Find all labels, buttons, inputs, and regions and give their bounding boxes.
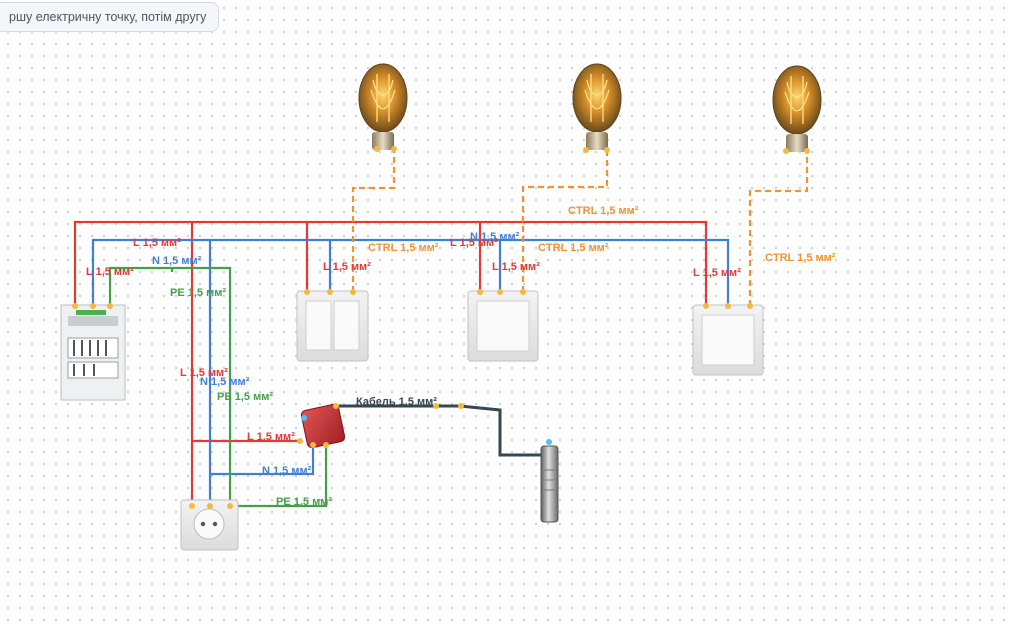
wire-ctrl-3[interactable] <box>748 151 809 306</box>
bulb-1-base <box>372 132 394 150</box>
bulb-1-node[interactable] <box>391 146 397 152</box>
hint-text: ршу електричну точку, потім другу <box>9 10 207 24</box>
switch-1-node-l[interactable] <box>304 289 310 295</box>
wire-neutral-main[interactable] <box>91 238 730 506</box>
wire-pump-cable[interactable] <box>336 404 548 457</box>
label-l-sw1[interactable]: L 1,5 мм² <box>323 261 371 273</box>
switch-1-node-ctrl[interactable] <box>350 289 356 295</box>
socket-node-n[interactable] <box>207 503 213 509</box>
label-l-sw3[interactable]: L 1,5 мм² <box>693 267 741 279</box>
panel-breakers <box>73 340 107 376</box>
switch-3-node-n[interactable] <box>725 303 731 309</box>
switch-2-node-n[interactable] <box>497 289 503 295</box>
bulb-3-node-2[interactable] <box>783 148 789 154</box>
bulb-2[interactable] <box>572 63 622 153</box>
bulb-2-node[interactable] <box>604 147 610 153</box>
panel-node-l[interactable] <box>72 303 78 309</box>
socket-face <box>193 508 225 540</box>
switch-1-node-n[interactable] <box>327 289 333 295</box>
bulb-2-base <box>586 132 608 150</box>
label-pe-vert[interactable]: PE 1,5 мм² <box>217 391 273 403</box>
junction-box-node-l[interactable] <box>297 438 303 444</box>
label-n-mid[interactable]: N 1,5 мм² <box>470 231 520 243</box>
label-pe-panel[interactable]: PE 1,5 мм² <box>170 287 226 299</box>
panel-rail-2 <box>67 337 119 359</box>
pump-stripes <box>544 469 555 491</box>
bulb-1-glass <box>358 63 408 133</box>
socket-node-pe[interactable] <box>227 503 233 509</box>
panel-rail-1 <box>68 316 118 326</box>
switch-3-node-ctrl[interactable] <box>747 303 753 309</box>
socket-node-l[interactable] <box>189 503 195 509</box>
cable-node-left[interactable] <box>433 403 439 409</box>
junction-box[interactable] <box>297 403 346 449</box>
label-l-mid[interactable]: L 1,5 мм² <box>450 237 498 249</box>
label-l-box[interactable]: L 1,5 мм² <box>247 431 295 443</box>
wire-earth-main[interactable] <box>108 266 328 508</box>
wire-phase-main[interactable] <box>73 220 708 506</box>
pump-body <box>540 445 559 523</box>
switch-single-2[interactable] <box>467 289 539 362</box>
submersible-pump[interactable] <box>433 403 559 523</box>
wire-layer[interactable] <box>73 149 809 508</box>
switch-2-key[interactable] <box>476 300 530 352</box>
distribution-panel[interactable] <box>60 303 126 401</box>
label-ctrl-sw1[interactable]: CTRL 1,5 мм² <box>368 242 439 254</box>
bulb-3[interactable] <box>772 65 822 154</box>
switch-3-node-l[interactable] <box>703 303 709 309</box>
junction-box-node-pe[interactable] <box>323 442 329 448</box>
bulb-1-filament <box>370 74 396 122</box>
bulb-2-filament <box>584 74 610 122</box>
hint-bubble: ршу електричну точку, потім другу <box>0 2 220 32</box>
junction-box-body <box>300 403 346 449</box>
bulb-3-filament <box>784 76 810 124</box>
label-n-box[interactable]: N 1,5 мм² <box>262 465 312 477</box>
label-l-sw2[interactable]: L 1,5 мм² <box>492 261 540 273</box>
wire-ctrl-1[interactable] <box>351 149 396 292</box>
power-socket[interactable] <box>180 499 239 551</box>
switch-double-1[interactable] <box>296 289 369 362</box>
panel-node-pe[interactable] <box>107 303 113 309</box>
switch-single-3[interactable] <box>692 303 764 376</box>
panel-green-terminal <box>76 310 106 315</box>
bulb-1[interactable] <box>358 63 408 152</box>
bulb-3-glass <box>772 65 822 135</box>
bulb-2-glass <box>572 63 622 133</box>
label-l-panel[interactable]: L 1,5 мм² <box>86 266 134 278</box>
label-layer: L 1,5 мм² N 1,5 мм² L 1,5 мм² PE 1,5 мм²… <box>86 205 836 508</box>
label-l-top[interactable]: L 1,5 мм² <box>133 237 181 249</box>
junction-box-node-1[interactable] <box>333 403 339 409</box>
label-ctrl-sw3[interactable]: CTRL 1,5 мм² <box>765 252 836 264</box>
wire-ctrl-2[interactable] <box>521 150 609 292</box>
switch-3-key[interactable] <box>701 314 755 366</box>
junction-box-port-top[interactable] <box>301 415 307 421</box>
label-n-vert[interactable]: N 1,5 мм² <box>200 376 250 388</box>
junction-box-node-n[interactable] <box>310 442 316 448</box>
bulb-3-node[interactable] <box>804 148 810 154</box>
label-l-vert[interactable]: L 1,5 мм² <box>180 367 228 379</box>
label-ctrl-sw2[interactable]: CTRL 1,5 мм² <box>538 242 609 254</box>
panel-node-n[interactable] <box>90 303 96 309</box>
bulb-2-node-2[interactable] <box>583 147 589 153</box>
label-cable[interactable]: Кабель 1,5 мм² <box>356 396 437 408</box>
bulb-1-node-2[interactable] <box>374 146 380 152</box>
cable-node-right[interactable] <box>458 403 464 409</box>
socket-hole-right <box>212 521 218 527</box>
socket-hole-left <box>200 521 206 527</box>
switch-2-node-ctrl[interactable] <box>520 289 526 295</box>
label-ctrl-top[interactable]: CTRL 1,5 мм² <box>568 205 639 217</box>
pump-port[interactable] <box>546 439 552 445</box>
bulb-3-base <box>786 134 808 152</box>
label-n-top[interactable]: N 1,5 мм² <box>152 255 202 267</box>
switch-1-key-left[interactable] <box>305 300 332 351</box>
switch-2-node-l[interactable] <box>477 289 483 295</box>
switch-1-key-right[interactable] <box>333 300 360 351</box>
label-pe-box[interactable]: PE 1,5 мм² <box>276 496 332 508</box>
